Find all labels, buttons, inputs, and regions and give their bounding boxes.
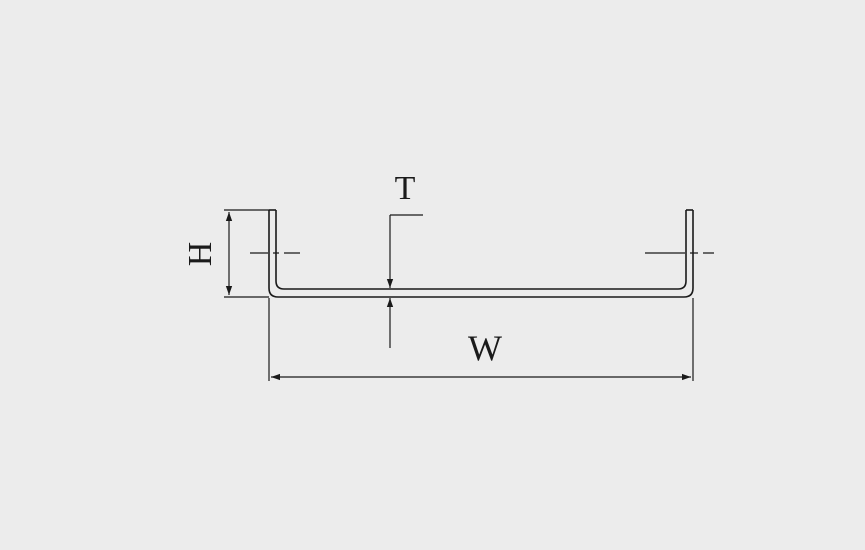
thickness-label: T	[395, 170, 416, 207]
channel-inner-contour	[275, 210, 687, 290]
height-label: H	[182, 242, 219, 267]
channel-outer-contour	[268, 210, 694, 298]
width-label: W	[468, 328, 502, 368]
